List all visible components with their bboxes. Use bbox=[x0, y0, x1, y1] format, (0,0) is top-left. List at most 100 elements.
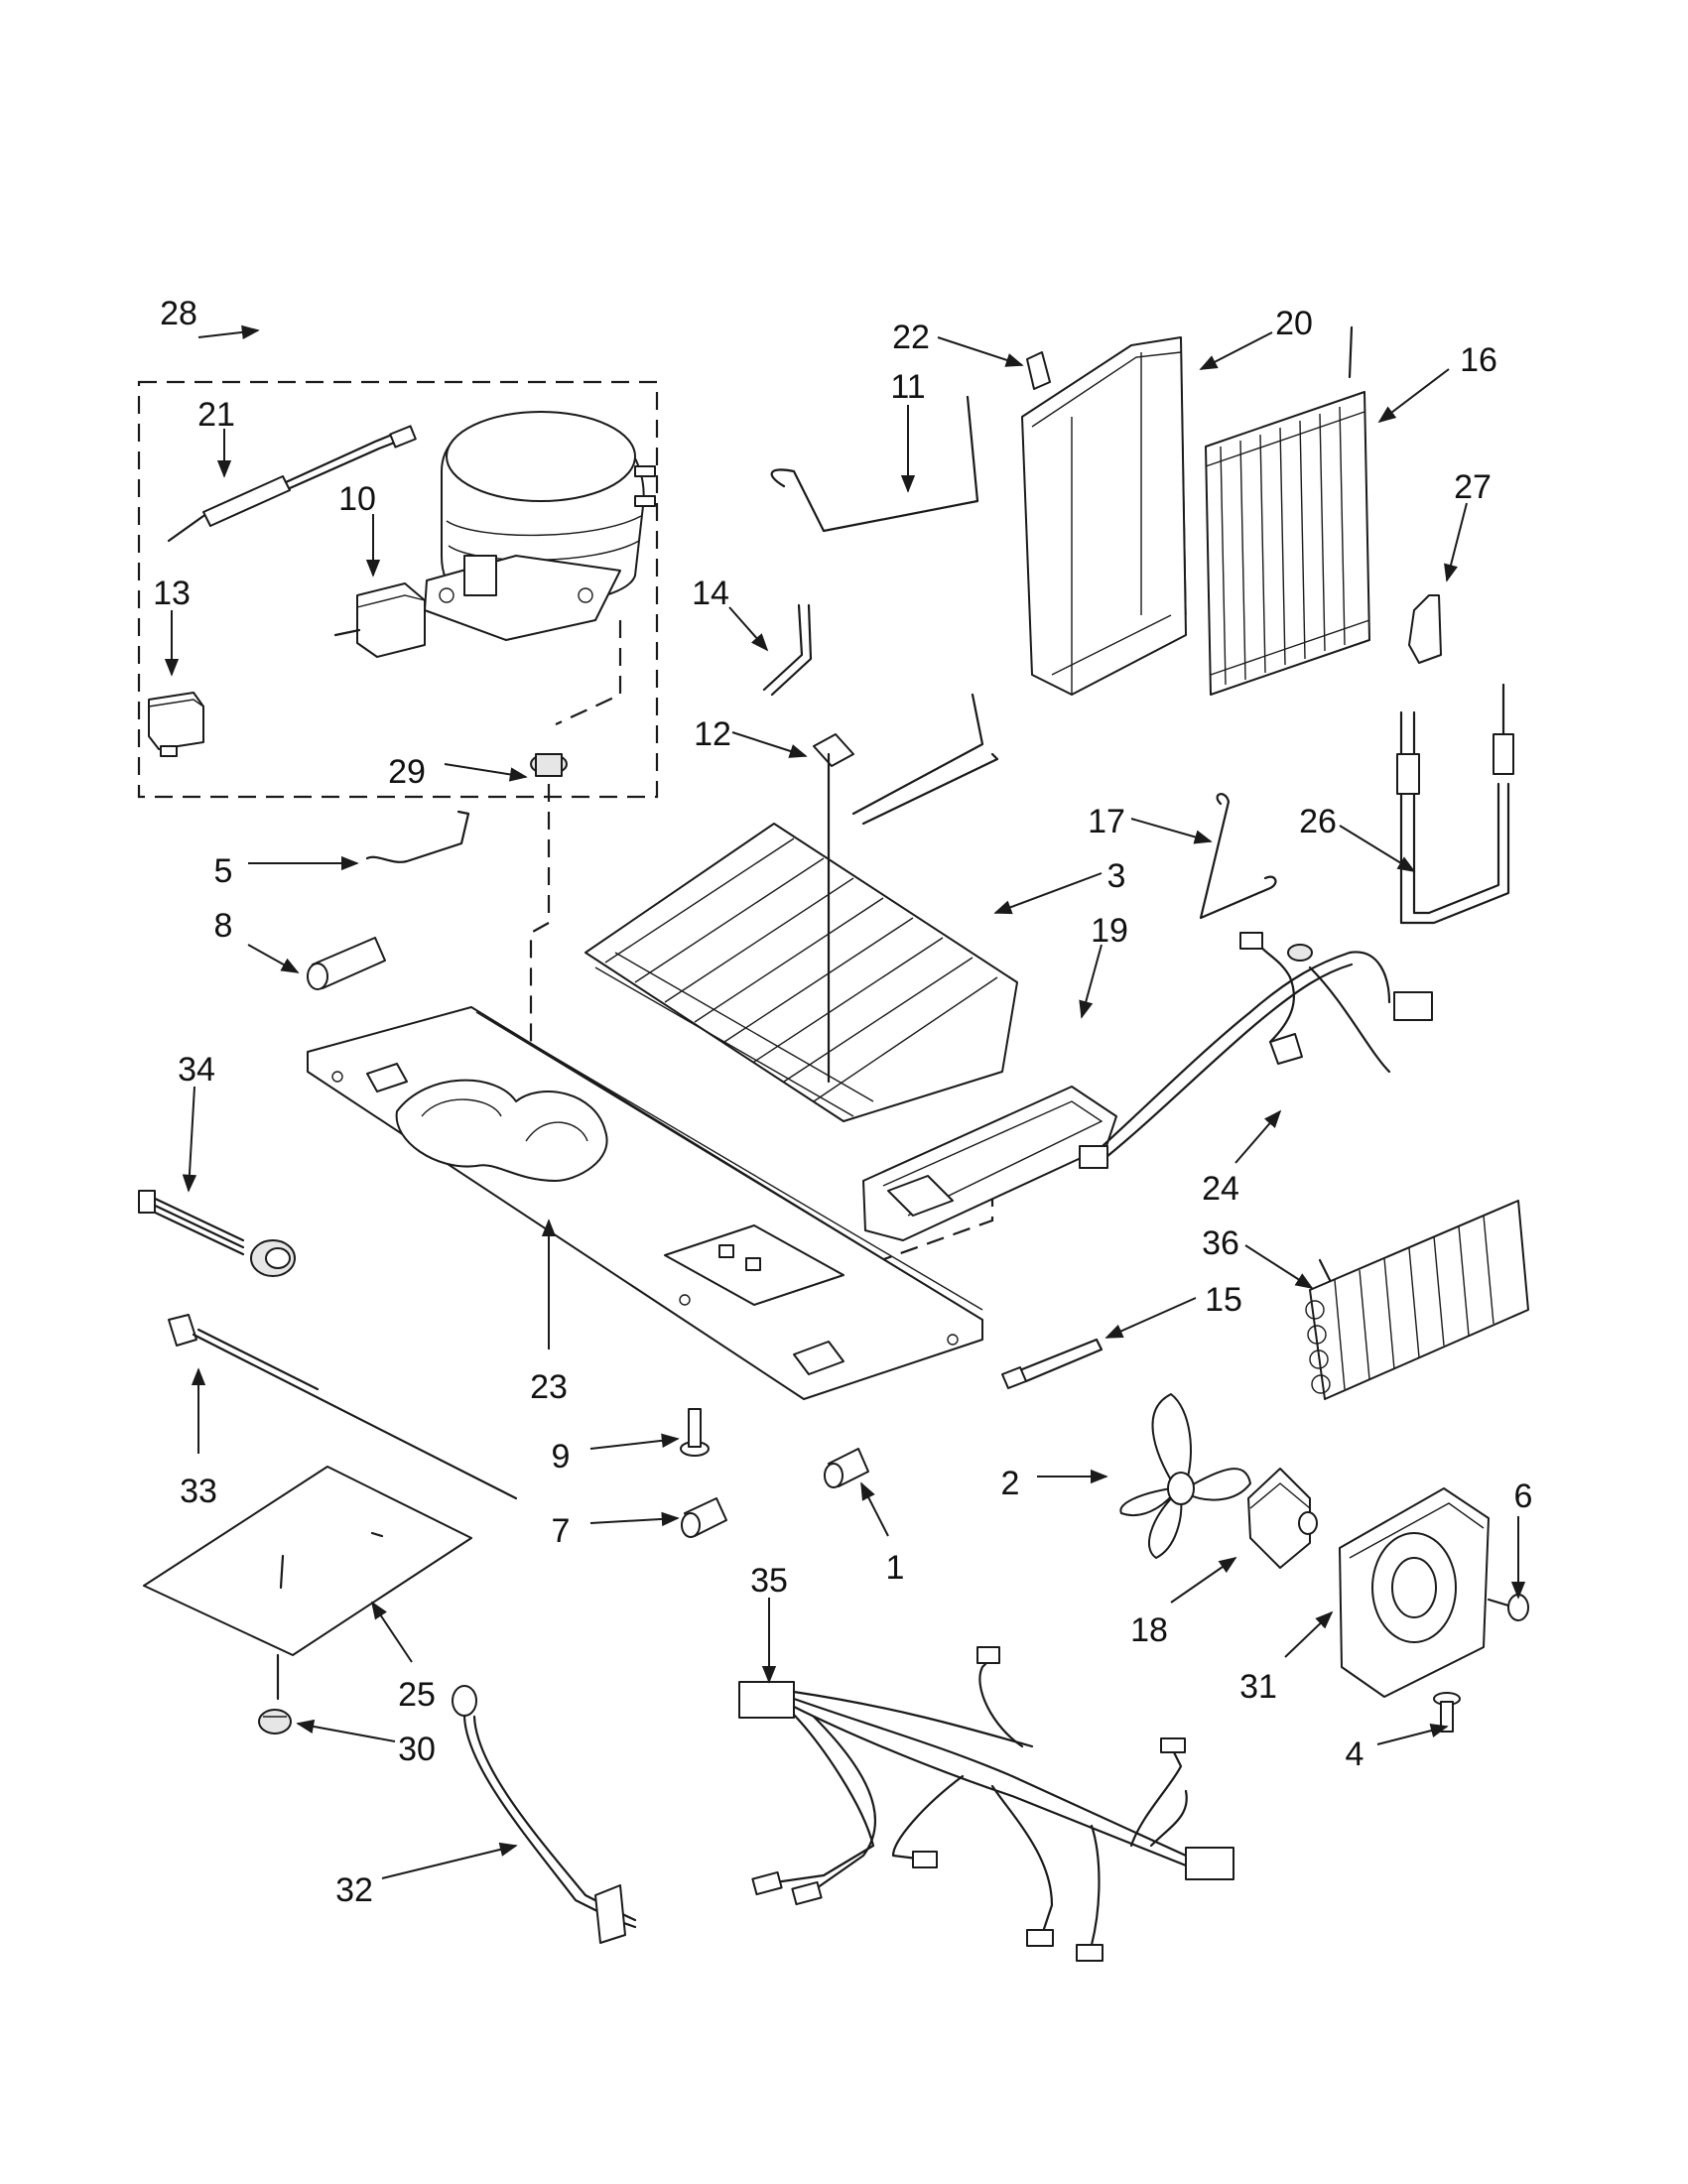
callout-label-18: 18 bbox=[1130, 1611, 1168, 1649]
callout-label-1: 1 bbox=[886, 1549, 905, 1587]
tube-26-part bbox=[1396, 683, 1514, 925]
callout-arrow-17 bbox=[1130, 818, 1213, 844]
fan-blade-part bbox=[1119, 1393, 1251, 1559]
compressor-kit-outline bbox=[137, 380, 659, 799]
callout-label-34: 34 bbox=[178, 1051, 215, 1089]
capacitor-part bbox=[148, 692, 204, 757]
clip-30-part bbox=[258, 1709, 292, 1734]
callout-arrow-36 bbox=[1244, 1244, 1314, 1289]
callout-arrow-25 bbox=[371, 1601, 413, 1663]
callout-arrows bbox=[164, 324, 1526, 1879]
callout-arrow-7 bbox=[589, 1511, 680, 1527]
grommet-part bbox=[530, 753, 568, 777]
callout-label-5: 5 bbox=[214, 852, 233, 890]
coil-3-part bbox=[584, 693, 1018, 1122]
callout-label-29: 29 bbox=[388, 753, 426, 791]
spacer-1-part bbox=[824, 1448, 869, 1488]
callout-label-8: 8 bbox=[214, 907, 233, 945]
heater-rod-part bbox=[168, 1314, 518, 1500]
callout-label-26: 26 bbox=[1299, 803, 1337, 840]
callout-label-4: 4 bbox=[1346, 1735, 1364, 1773]
callout-arrow-1 bbox=[860, 1481, 889, 1537]
screw-4-part bbox=[1433, 1692, 1461, 1733]
callout-arrow-14 bbox=[728, 606, 769, 652]
callout-label-10: 10 bbox=[338, 480, 376, 518]
callout-label-15: 15 bbox=[1205, 1281, 1242, 1319]
callout-arrow-27 bbox=[1444, 502, 1468, 582]
condenser-part bbox=[1305, 1200, 1529, 1400]
callout-arrow-31 bbox=[1284, 1610, 1334, 1658]
callout-label-28: 28 bbox=[160, 295, 197, 332]
callout-arrow-24 bbox=[1234, 1109, 1282, 1164]
drier-part bbox=[167, 425, 417, 543]
tube-part bbox=[307, 937, 386, 990]
callout-label-20: 20 bbox=[1275, 305, 1313, 342]
callout-arrow-26 bbox=[1339, 825, 1416, 872]
callout-arrow-34 bbox=[182, 1086, 197, 1193]
callout-arrow-32 bbox=[381, 1842, 518, 1879]
callout-labels: 2821101329583433239712530323521831642211… bbox=[153, 295, 1532, 1909]
clip-part bbox=[365, 810, 470, 863]
sensor-harness-part bbox=[138, 1190, 296, 1277]
relay-part bbox=[333, 582, 426, 658]
tie-strap-part bbox=[1001, 1338, 1104, 1389]
callout-label-32: 32 bbox=[335, 1871, 373, 1909]
wire-harness-part bbox=[738, 1646, 1234, 1962]
fan-motor-part bbox=[1247, 1468, 1318, 1569]
callout-label-7: 7 bbox=[552, 1512, 571, 1550]
hook-17-part bbox=[1199, 793, 1277, 920]
tube-14-part bbox=[762, 603, 813, 697]
spacer-7-part bbox=[681, 1497, 727, 1538]
screw-9-part bbox=[680, 1408, 710, 1457]
callout-label-30: 30 bbox=[398, 1731, 436, 1768]
callout-arrow-12 bbox=[731, 731, 808, 758]
callout-label-17: 17 bbox=[1088, 803, 1125, 840]
evaporator-part bbox=[1205, 325, 1370, 696]
callout-label-33: 33 bbox=[180, 1473, 217, 1510]
callout-arrow-16 bbox=[1377, 368, 1450, 424]
callout-label-24: 24 bbox=[1202, 1170, 1239, 1208]
power-harness-part bbox=[1079, 932, 1433, 1169]
insulation-pad-part bbox=[143, 1466, 472, 1701]
callout-label-21: 21 bbox=[197, 396, 235, 434]
callout-arrow-15 bbox=[1104, 1297, 1197, 1339]
callout-label-22: 22 bbox=[892, 319, 930, 356]
callout-label-25: 25 bbox=[398, 1676, 436, 1714]
callout-label-16: 16 bbox=[1460, 341, 1497, 379]
callout-arrow-8 bbox=[247, 944, 300, 973]
dashed-link-compressor bbox=[555, 620, 622, 725]
callout-label-35: 35 bbox=[750, 1562, 788, 1600]
callout-label-19: 19 bbox=[1091, 912, 1128, 950]
clip-27-part bbox=[1408, 594, 1442, 664]
callout-label-23: 23 bbox=[530, 1368, 568, 1406]
callout-label-13: 13 bbox=[153, 575, 191, 612]
callout-label-11: 11 bbox=[890, 368, 925, 406]
tube-11-part bbox=[770, 395, 979, 533]
callout-label-14: 14 bbox=[692, 575, 729, 612]
callout-label-6: 6 bbox=[1514, 1477, 1533, 1515]
base-pan-part bbox=[307, 1006, 983, 1400]
callout-label-36: 36 bbox=[1202, 1224, 1239, 1262]
housing-part bbox=[1021, 336, 1187, 696]
callout-arrow-19 bbox=[1079, 944, 1103, 1019]
callout-arrow-28 bbox=[197, 324, 260, 340]
drain-trough-part bbox=[862, 1086, 1117, 1241]
callout-arrow-22 bbox=[937, 336, 1024, 367]
callout-label-2: 2 bbox=[1001, 1465, 1020, 1502]
callout-arrow-29 bbox=[444, 763, 528, 782]
callout-label-31: 31 bbox=[1239, 1668, 1277, 1706]
callout-label-3: 3 bbox=[1107, 857, 1126, 895]
callout-arrow-20 bbox=[1199, 331, 1273, 370]
callout-arrow-18 bbox=[1170, 1556, 1237, 1604]
callout-arrow-4 bbox=[1376, 1724, 1449, 1745]
clip-12-part bbox=[813, 733, 854, 767]
callout-arrow-30 bbox=[296, 1719, 396, 1742]
bracket-22-part bbox=[1026, 351, 1051, 390]
callout-label-9: 9 bbox=[552, 1438, 571, 1476]
callout-label-27: 27 bbox=[1454, 468, 1492, 506]
shroud-part bbox=[1339, 1487, 1490, 1698]
compressor-part bbox=[424, 411, 656, 641]
callout-arrow-3 bbox=[993, 872, 1103, 915]
callout-label-12: 12 bbox=[694, 715, 731, 753]
